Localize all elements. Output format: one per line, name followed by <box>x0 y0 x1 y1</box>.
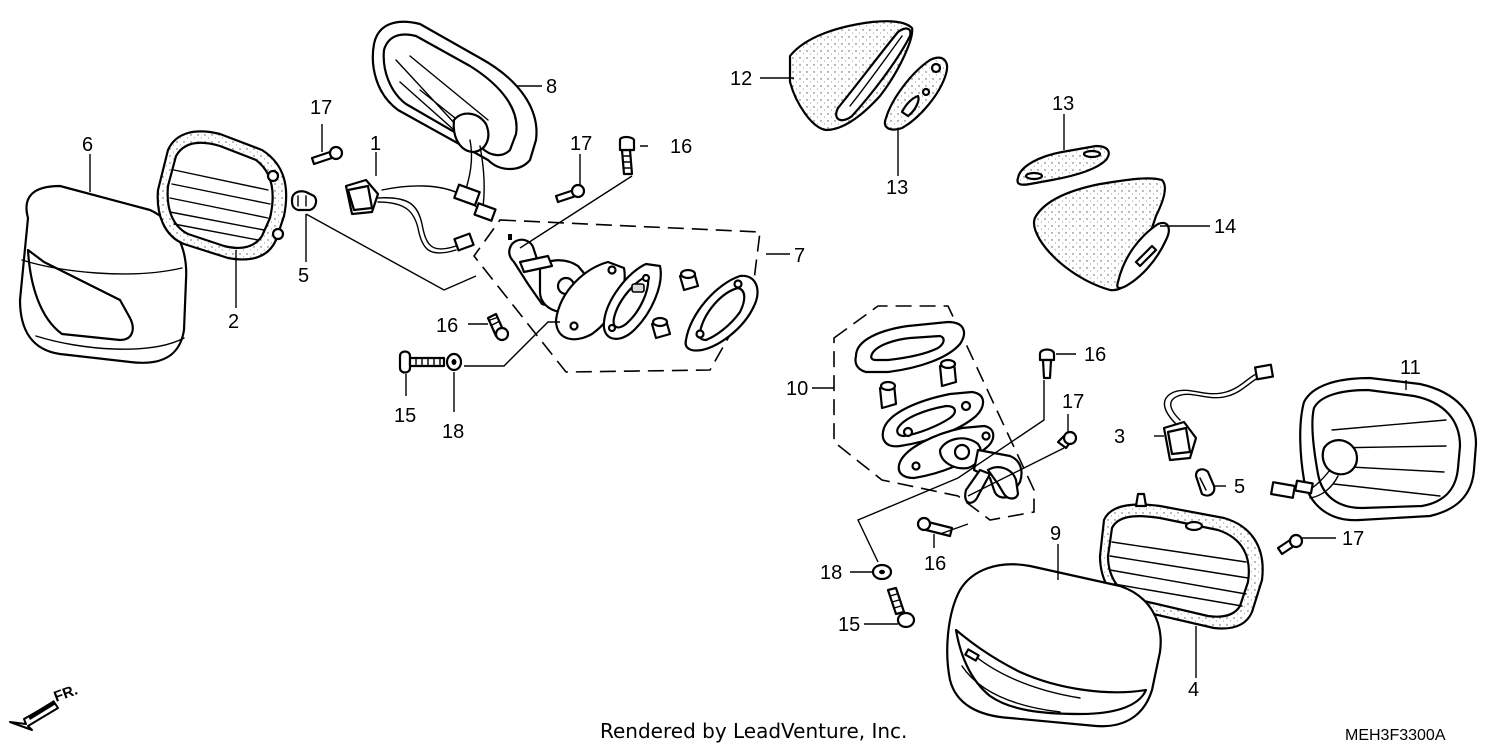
diagram-code: MEH3F3300A <box>1345 727 1446 744</box>
callout-5-b: 5 <box>1234 476 1245 498</box>
screw-16-lower[interactable] <box>486 312 510 342</box>
footer-credit: Rendered by LeadVenture, Inc. <box>600 719 907 743</box>
callout-16-a: 16 <box>670 136 692 158</box>
washer-18-right[interactable] <box>871 563 893 581</box>
callout-14: 14 <box>1214 216 1236 238</box>
lower-right-leader-lines <box>812 353 1407 678</box>
right-turn-signal-lens-part[interactable] <box>1098 492 1264 630</box>
callout-17-a: 17 <box>310 97 332 119</box>
bulb-left-part[interactable] <box>290 190 318 212</box>
callout-5-a: 5 <box>298 265 309 287</box>
bolt-15-right[interactable] <box>886 586 916 629</box>
right-shroud-14-part[interactable] <box>1032 177 1170 292</box>
screw-17-right-middle[interactable] <box>1056 430 1078 450</box>
callout-16-b: 16 <box>436 315 458 337</box>
gasket-13-right[interactable] <box>1016 144 1110 186</box>
callout-4: 4 <box>1188 679 1199 701</box>
screw-16-upper[interactable] <box>618 135 636 176</box>
callout-17-b: 17 <box>570 133 592 155</box>
right-mirror-cover-part[interactable] <box>946 563 1162 728</box>
screw-17-upper-left[interactable] <box>310 145 344 166</box>
callout-8: 8 <box>546 76 557 98</box>
left-leader-lines <box>89 85 790 412</box>
washer-18-left[interactable] <box>445 352 463 372</box>
callout-13-b: 13 <box>1052 93 1074 115</box>
callout-16-d: 16 <box>924 553 946 575</box>
callout-1: 1 <box>370 133 381 155</box>
upper-right-leader-lines <box>760 77 1210 227</box>
callout-15-a: 15 <box>394 405 416 427</box>
screw-17-far-right[interactable] <box>1276 533 1304 556</box>
callout-12: 12 <box>730 68 752 90</box>
callout-3: 3 <box>1114 426 1125 448</box>
socket-harness-part[interactable] <box>344 178 487 254</box>
callout-16-c: 16 <box>1084 344 1106 366</box>
callout-11: 11 <box>1400 357 1421 379</box>
callout-18-a: 18 <box>442 421 464 443</box>
screw-17-center[interactable] <box>554 183 586 204</box>
callout-17-c: 17 <box>1062 391 1084 413</box>
callout-9: 9 <box>1050 523 1061 545</box>
right-mount-bracket-assembly-part[interactable] <box>833 305 1035 521</box>
bulb-right-part[interactable] <box>1194 468 1216 497</box>
callout-2: 2 <box>228 311 239 333</box>
callout-10: 10 <box>786 378 808 400</box>
callout-15-b: 15 <box>838 614 860 636</box>
callout-17-d: 17 <box>1342 528 1364 550</box>
right-mirror-housing-part[interactable] <box>1270 376 1478 522</box>
front-direction-arrow-icon <box>9 700 59 731</box>
screw-16-right-upper[interactable] <box>1038 348 1056 380</box>
upper-shroud-12-part[interactable] <box>788 20 914 132</box>
callout-7: 7 <box>794 245 805 267</box>
callout-6: 6 <box>82 134 93 156</box>
callout-13-a: 13 <box>886 177 908 199</box>
screw-16-right-lower[interactable] <box>916 516 954 538</box>
left-mirror-cover-part[interactable] <box>18 184 188 364</box>
socket-harness-right-part[interactable] <box>1162 363 1275 462</box>
bolt-15-left[interactable] <box>398 350 446 374</box>
left-turn-signal-lens-part[interactable] <box>156 130 288 261</box>
callout-18-b: 18 <box>820 562 842 584</box>
front-direction-label: FR. <box>52 682 81 706</box>
left-mount-bracket-assembly-part[interactable] <box>472 219 761 373</box>
gasket-13-upper[interactable] <box>883 56 949 131</box>
left-mirror-housing-part[interactable] <box>371 20 538 222</box>
